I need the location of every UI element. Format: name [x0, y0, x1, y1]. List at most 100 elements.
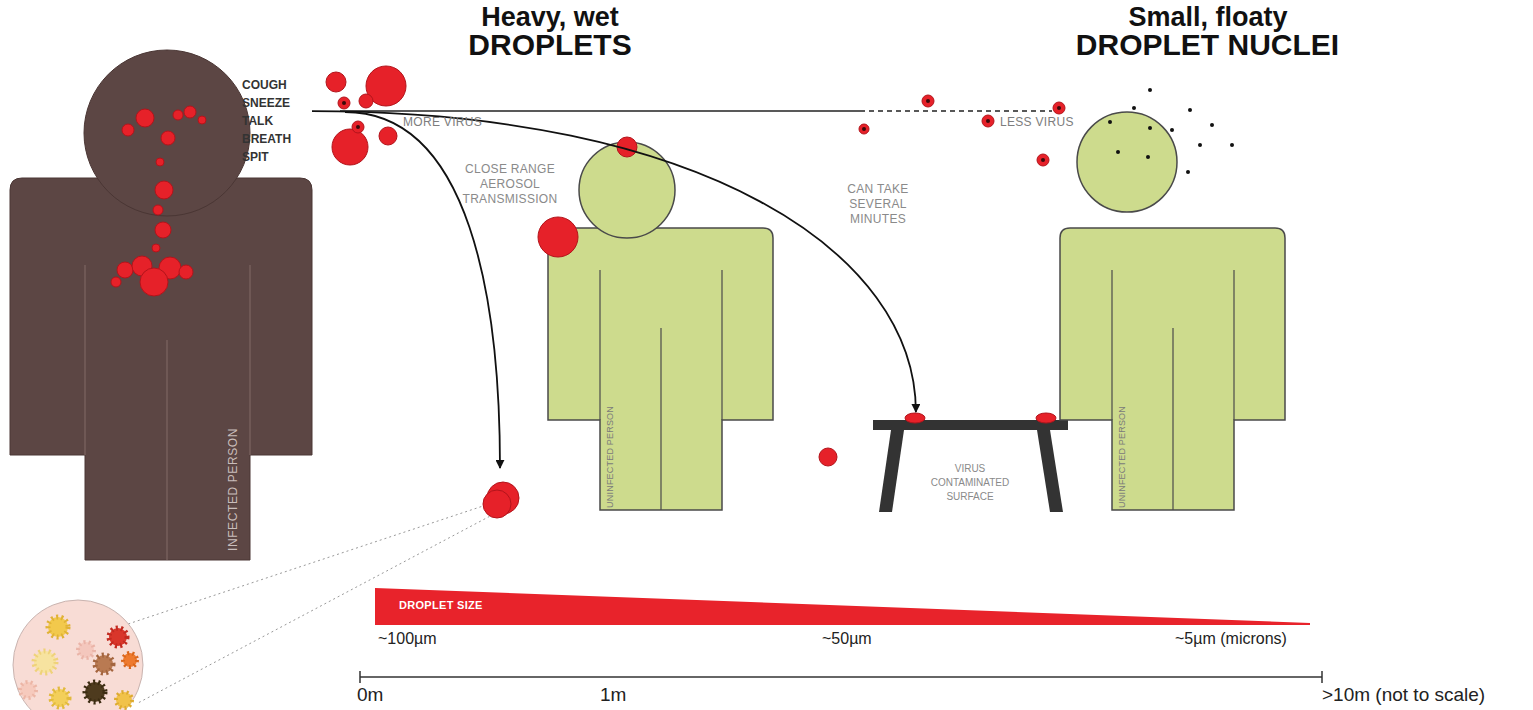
- virus-icon: [95, 655, 113, 673]
- distance-value: 1m: [600, 684, 626, 706]
- person-head: [579, 142, 675, 238]
- droplet: [117, 262, 133, 278]
- droplet: [173, 110, 183, 120]
- person-body: [10, 178, 312, 560]
- droplet-small: [1053, 102, 1065, 114]
- droplet: [359, 94, 373, 108]
- action-word: BREATH: [242, 132, 291, 146]
- droplet-size-band: DROPLET SIZE: [375, 588, 1310, 625]
- droplet-core: [342, 101, 346, 105]
- droplet-nucleus: [1170, 128, 1174, 132]
- uninfected-person: UNINFECTED PERSON: [548, 140, 773, 510]
- table-leg: [1037, 430, 1063, 512]
- droplet-nucleus: [1116, 150, 1120, 154]
- note-text: CLOSE RANGE AEROSOL TRANSMISSION: [452, 162, 568, 207]
- droplet: [155, 222, 171, 238]
- droplet-nucleus: [1108, 120, 1112, 124]
- droplet-small: [338, 97, 350, 109]
- leg-line: [166, 340, 167, 560]
- droplet-nucleus: [1148, 88, 1152, 92]
- droplet-core: [1041, 158, 1045, 162]
- arm-line: [599, 270, 600, 420]
- droplet: [156, 158, 164, 166]
- droplet: [184, 106, 196, 118]
- droplet: [122, 124, 134, 136]
- action-word: COUGH: [242, 78, 287, 92]
- person-body: [548, 228, 773, 510]
- droplet: [326, 72, 346, 92]
- droplet-nucleus: [1186, 170, 1190, 174]
- person-head: [1077, 112, 1177, 212]
- droplet: [179, 265, 193, 279]
- droplet-nucleus: [1230, 143, 1234, 147]
- droplet: [379, 127, 397, 145]
- arm-line: [249, 265, 250, 455]
- action-word: SPIT: [242, 150, 269, 164]
- size-value: ~100µm: [378, 630, 437, 648]
- person-figure: [1060, 112, 1285, 510]
- distance-value: 0m: [357, 684, 383, 706]
- virus-icon: [123, 653, 137, 667]
- note-text: MORE VIRUS: [403, 115, 482, 129]
- note-text: CAN TAKE SEVERAL MINUTES: [835, 182, 921, 227]
- virus-icon: [109, 628, 127, 646]
- action-word: SNEEZE: [242, 96, 290, 110]
- uninfected-person: UNINFECTED PERSON: [1060, 112, 1285, 510]
- droplet-core: [986, 119, 990, 123]
- contaminated-surface: VIRUS CONTAMINATED SURFACE: [873, 412, 1068, 512]
- virus-icon: [48, 617, 68, 637]
- band-label: DROPLET SIZE: [399, 599, 483, 611]
- droplet: [617, 137, 637, 157]
- leg-line: [1172, 328, 1173, 510]
- droplet: [819, 448, 837, 466]
- droplet-nuclei-group: [1108, 88, 1234, 174]
- droplet: [152, 244, 160, 252]
- droplet: [198, 116, 206, 124]
- droplet: [155, 181, 173, 199]
- droplet: [483, 490, 511, 518]
- virus-icon: [85, 682, 105, 702]
- droplet-nucleus: [1132, 106, 1136, 110]
- droplet-small: [922, 95, 934, 107]
- size-wedge: [375, 588, 1310, 625]
- axis-tick: [1321, 671, 1323, 683]
- connector-arrow: [312, 111, 916, 412]
- person-label: INFECTED PERSON: [226, 428, 240, 551]
- droplet-small: [982, 115, 994, 127]
- heading: DROPLETS: [450, 28, 650, 62]
- droplet: [332, 129, 368, 165]
- person-figure: [548, 140, 773, 510]
- droplet: [159, 257, 181, 279]
- droplet-group: [111, 66, 1065, 518]
- droplet-small: [859, 124, 869, 134]
- droplet: [140, 268, 168, 296]
- virus-icon: [78, 642, 94, 658]
- person-head: [84, 50, 250, 216]
- droplet-core: [1057, 106, 1061, 110]
- table-leg: [879, 430, 904, 512]
- arm-line: [721, 270, 722, 420]
- droplet-core: [862, 127, 866, 131]
- droplet-core: [356, 125, 360, 129]
- droplet: [153, 205, 163, 215]
- droplet-nucleus: [1148, 126, 1152, 130]
- size-value: ~50µm: [822, 630, 872, 648]
- axis-tick: [359, 671, 361, 683]
- size-wedge-shape: [375, 588, 1310, 625]
- droplet-nucleus: [1146, 155, 1150, 159]
- droplet: [136, 109, 154, 127]
- droplet-small: [352, 121, 364, 133]
- virus-icon: [20, 682, 36, 698]
- person-body: [1060, 228, 1285, 510]
- action-word: TALK: [242, 114, 273, 128]
- table-top: [873, 420, 1068, 430]
- distance-axis: [360, 676, 1322, 678]
- droplet: [487, 482, 519, 514]
- arm-line: [1233, 270, 1234, 420]
- droplet: [366, 66, 406, 106]
- droplet: [161, 131, 175, 145]
- note-text: LESS VIRUS: [1000, 115, 1074, 129]
- droplet: [905, 413, 925, 423]
- surface-label: VIRUS CONTAMINATED SURFACE: [925, 462, 1015, 504]
